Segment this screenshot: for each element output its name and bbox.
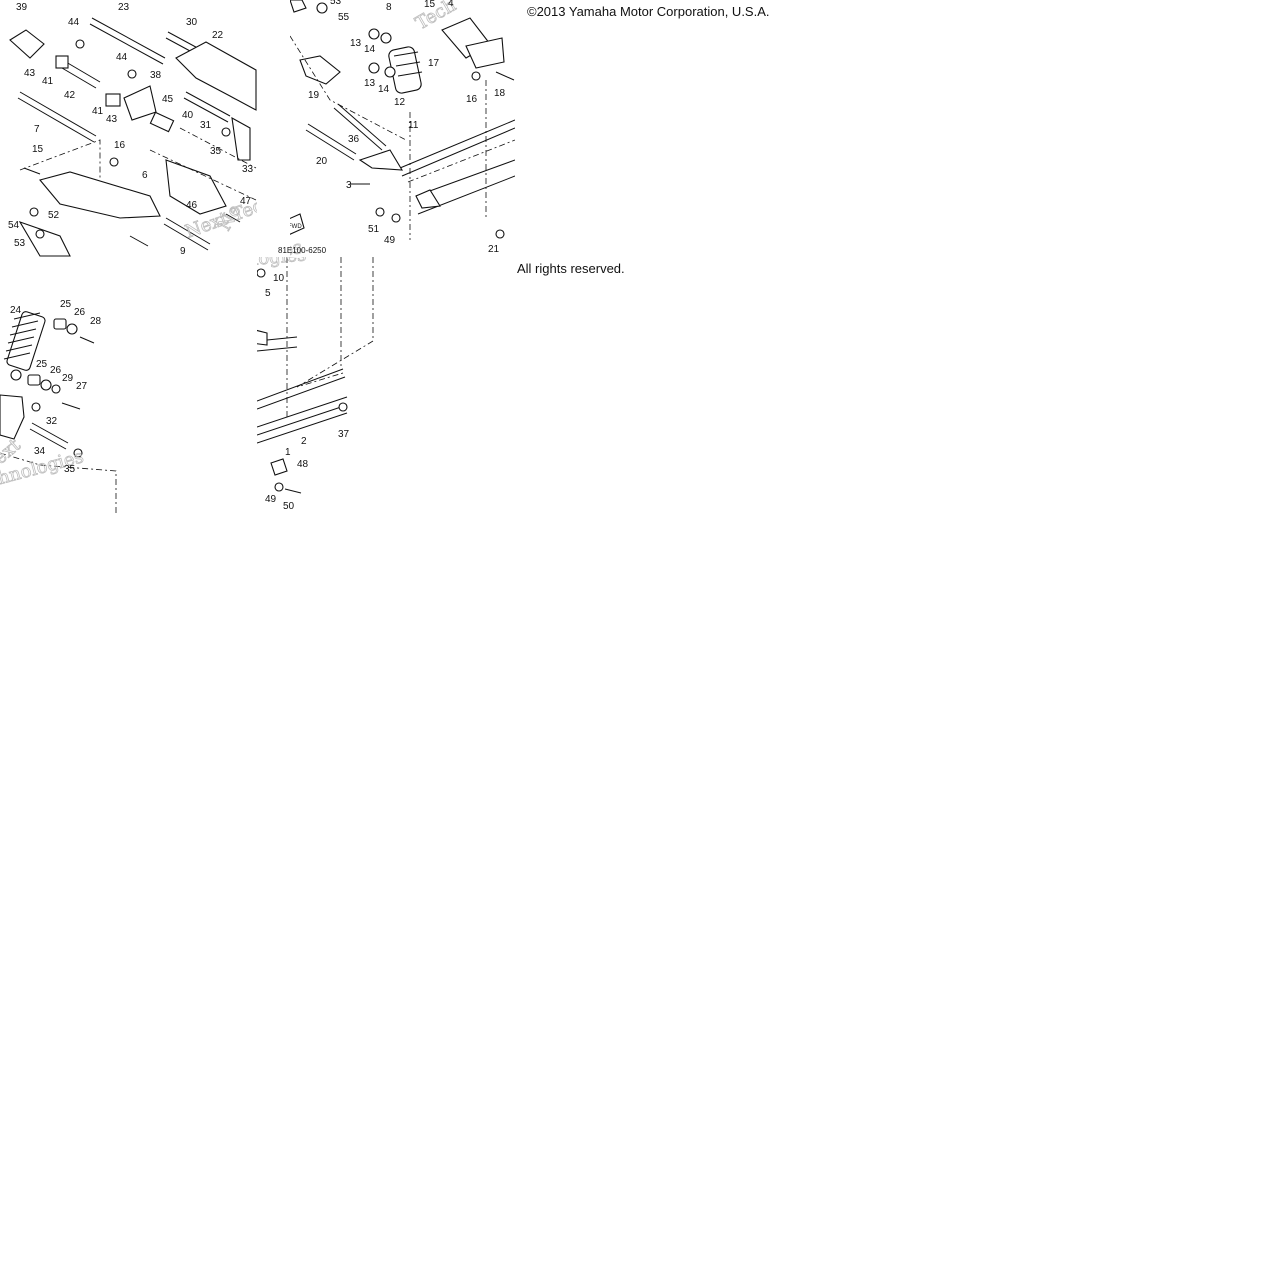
callout-label: 5 bbox=[265, 288, 271, 299]
callout-label: 8 bbox=[386, 2, 392, 13]
callout-label: 29 bbox=[62, 373, 74, 384]
svg-text:logies: logies bbox=[257, 257, 307, 270]
callout-label: 26 bbox=[50, 365, 62, 376]
callout-label: 41 bbox=[92, 106, 104, 117]
callout-label: 44 bbox=[68, 17, 80, 28]
copyright-notice: ©2013 Yamaha Motor Corporation, U.S.A. bbox=[527, 4, 770, 19]
callout-label: 2 bbox=[301, 436, 307, 447]
callout-label: 26 bbox=[74, 307, 86, 318]
callout-label: 35 bbox=[64, 464, 76, 475]
callout-label: 19 bbox=[308, 90, 320, 101]
callout-label: 53 bbox=[14, 238, 26, 249]
callout-label: 52 bbox=[48, 210, 60, 221]
callout-label: 38 bbox=[150, 70, 162, 81]
callout-label: 1 bbox=[285, 447, 291, 458]
callout-label: 49 bbox=[265, 494, 277, 505]
callout-label: 14 bbox=[378, 84, 390, 95]
rights-notice: All rights reserved. bbox=[517, 261, 625, 276]
callout-label: 15 bbox=[424, 0, 436, 10]
callout-label: 25 bbox=[36, 359, 48, 370]
callout-label: 24 bbox=[10, 305, 22, 316]
callout-label: 31 bbox=[200, 120, 212, 131]
callout-label: 39 bbox=[16, 2, 28, 13]
callout-label: 16 bbox=[114, 140, 126, 151]
callout-label: 35 bbox=[210, 146, 222, 157]
callout-label: 49 bbox=[384, 235, 396, 246]
callout-label: 51 bbox=[368, 224, 380, 235]
callout-label: 42 bbox=[64, 90, 76, 101]
diagram-code: 81E100-6250 bbox=[278, 246, 327, 255]
exploded-view-upper-middle: FWD Tech logies 53 55 8 15 4 13 14 17 19… bbox=[290, 0, 515, 257]
callout-label: 48 bbox=[297, 459, 309, 470]
diagram-tile-upper-left: Next Tec Ne 39 44 23 30 22 43 41 42 44 3… bbox=[0, 0, 257, 257]
callout-label: 36 bbox=[348, 134, 360, 145]
callout-label: 37 bbox=[338, 429, 350, 440]
callout-label: 46 bbox=[186, 200, 198, 211]
callout-label: 14 bbox=[364, 44, 376, 55]
callout-label: 25 bbox=[60, 299, 72, 310]
callout-label: 3 bbox=[346, 180, 352, 191]
callout-label: 18 bbox=[494, 88, 506, 99]
callout-label: 43 bbox=[106, 114, 118, 125]
exploded-view-upper-left: Next Tec Ne 39 44 23 30 22 43 41 42 44 3… bbox=[8, 2, 257, 257]
callout-label: 34 bbox=[34, 446, 46, 457]
callout-label: 47 bbox=[240, 196, 252, 207]
svg-text:logies: logies bbox=[290, 237, 304, 257]
callout-label: 12 bbox=[394, 97, 406, 108]
callout-label: 17 bbox=[428, 58, 440, 69]
callout-label: 4 bbox=[448, 0, 454, 9]
callout-label: 32 bbox=[46, 416, 58, 427]
diagram-tile-lower-middle: logies 10 5 37 2 1 48 49 50 bbox=[257, 257, 375, 515]
callout-label: 54 bbox=[8, 220, 20, 231]
callout-label: 23 bbox=[118, 2, 130, 13]
exploded-view-lower-middle: logies 10 5 37 2 1 48 49 50 bbox=[257, 257, 374, 512]
callout-label: 55 bbox=[338, 12, 350, 23]
callout-label: 7 bbox=[34, 124, 40, 135]
callout-label: 44 bbox=[116, 52, 128, 63]
callout-label: 45 bbox=[162, 94, 174, 105]
callout-label: 10 bbox=[273, 273, 285, 284]
callout-label: 27 bbox=[76, 381, 88, 392]
callout-label: 40 bbox=[182, 110, 194, 121]
fwd-arrow-label: FWD bbox=[290, 224, 302, 230]
callout-label: 41 bbox=[42, 76, 54, 87]
callout-label: 53 bbox=[330, 0, 342, 7]
diagram-tile-lower-left: chnologies ext 24 25 26 28 25 26 29 27 3… bbox=[0, 257, 120, 515]
callout-label: 22 bbox=[212, 30, 224, 41]
callout-label: 9 bbox=[180, 246, 186, 257]
callout-label: 13 bbox=[364, 78, 376, 89]
callout-label: 28 bbox=[90, 316, 102, 327]
exploded-view-lower-left: chnologies ext 24 25 26 28 25 26 29 27 3… bbox=[0, 299, 117, 515]
callout-label: 11 bbox=[408, 120, 419, 131]
diagram-tile-upper-middle: FWD Tech logies 53 55 8 15 4 13 14 17 19… bbox=[290, 0, 515, 257]
callout-label: 21 bbox=[488, 244, 500, 255]
callout-label: 13 bbox=[350, 38, 362, 49]
callout-label: 33 bbox=[242, 164, 254, 175]
callout-label: 50 bbox=[283, 501, 295, 512]
callout-label: 20 bbox=[316, 156, 328, 167]
callout-label: 30 bbox=[186, 17, 198, 28]
callout-label: 15 bbox=[32, 144, 44, 155]
callout-label: 6 bbox=[142, 170, 148, 181]
callout-label: 16 bbox=[466, 94, 478, 105]
callout-label: 43 bbox=[24, 68, 36, 79]
